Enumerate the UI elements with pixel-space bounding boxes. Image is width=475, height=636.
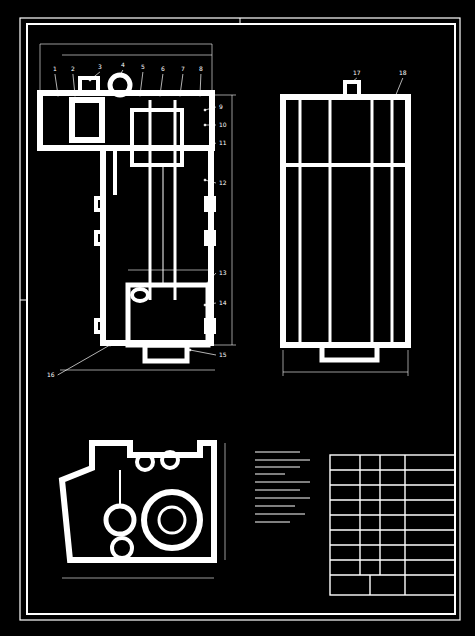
leader-dot — [179, 94, 181, 96]
leader-dot — [394, 96, 396, 98]
leader-dot — [204, 109, 206, 111]
leader-line — [160, 74, 163, 95]
leader-dot — [139, 94, 141, 96]
leader-dot — [57, 94, 59, 96]
callout-number: 12 — [218, 180, 228, 186]
leader-dot — [189, 349, 191, 351]
section-view — [62, 443, 214, 560]
leader-dot — [74, 94, 76, 96]
leader-dot — [204, 284, 206, 286]
leader-line — [205, 125, 216, 126]
leader-line — [90, 72, 100, 80]
side-view — [283, 82, 408, 360]
callout-number: 11 — [218, 140, 228, 146]
leader-line — [180, 74, 183, 95]
callout-number: 15 — [218, 352, 228, 358]
outer-frame — [20, 18, 460, 620]
leader-dot — [204, 124, 206, 126]
callout-number: 2 — [70, 66, 76, 72]
leader-line — [205, 303, 216, 305]
leader-line — [73, 74, 75, 95]
callout-number: 5 — [140, 64, 146, 70]
callout-number: 17 — [352, 70, 362, 76]
callout-number: 18 — [398, 70, 408, 76]
callout-number: 3 — [97, 64, 103, 70]
leader-dot — [351, 81, 353, 83]
title-block — [330, 455, 455, 595]
leader-line — [140, 72, 143, 95]
callout-number: 7 — [180, 66, 186, 72]
leader-line — [395, 78, 403, 97]
leader-dot — [204, 304, 206, 306]
leader-dot — [199, 94, 201, 96]
leader-dot — [119, 74, 121, 76]
leader-line — [205, 273, 216, 285]
callout-number: 6 — [160, 66, 166, 72]
leader-line — [205, 107, 216, 110]
leader-dot — [204, 179, 206, 181]
leader-dot — [109, 344, 111, 346]
callout-number: 1 — [52, 66, 58, 72]
leader-dot — [159, 94, 161, 96]
callout-number: 8 — [198, 66, 204, 72]
leader-line — [58, 345, 110, 375]
callout-number: 14 — [218, 300, 228, 306]
leader-line — [55, 74, 58, 95]
leader-line — [205, 180, 216, 183]
leader-line — [190, 350, 216, 355]
leader-line — [120, 70, 123, 75]
leader-line — [352, 78, 357, 82]
callout-number: 9 — [218, 104, 224, 110]
technical-notes — [255, 452, 310, 522]
callout-number: 10 — [218, 122, 228, 128]
inner-frame — [27, 24, 455, 614]
callout-number: 4 — [120, 62, 126, 68]
leader-dot — [204, 147, 206, 149]
leader-line — [205, 143, 216, 148]
front-view — [40, 75, 212, 361]
leader-dot — [89, 79, 91, 81]
callout-number: 13 — [218, 270, 228, 276]
leader-line — [200, 74, 202, 95]
callout-number: 16 — [46, 372, 56, 378]
